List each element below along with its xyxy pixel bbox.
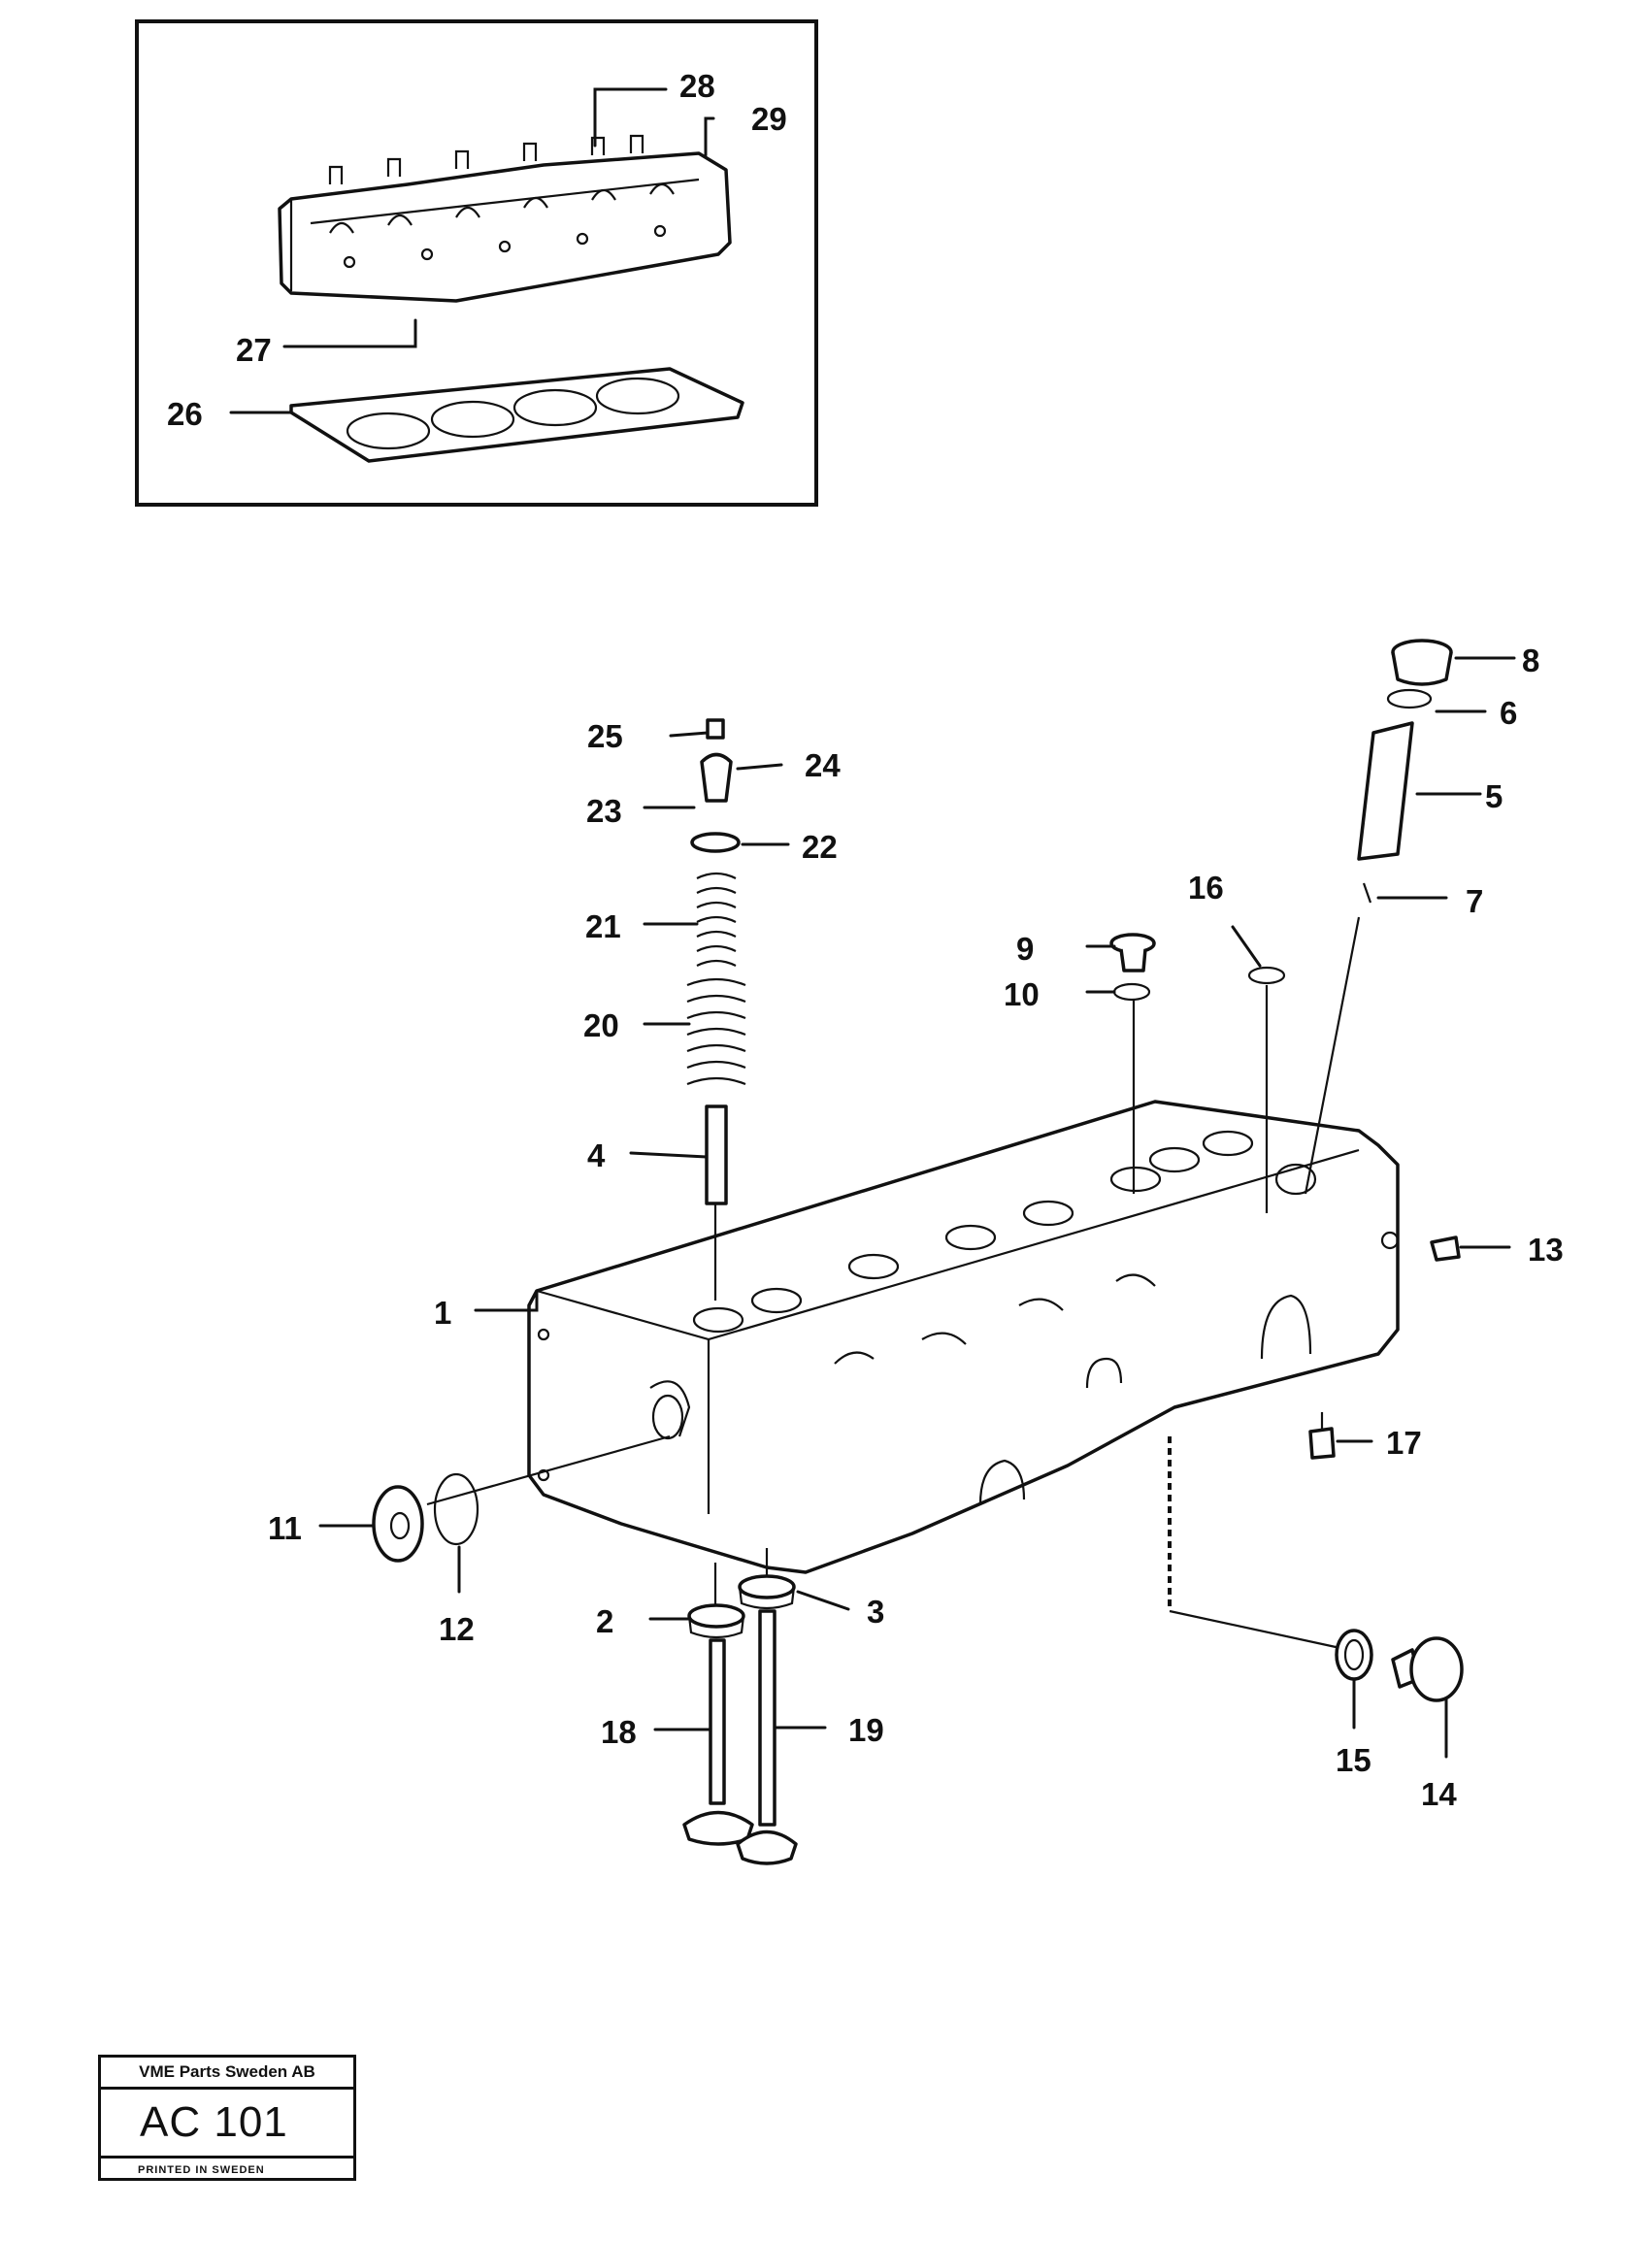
- callout-6: 6: [1500, 695, 1517, 731]
- callout-14: 14: [1421, 1776, 1457, 1812]
- callout-18: 18: [601, 1714, 637, 1750]
- callout-4: 4: [587, 1137, 606, 1173]
- callout-9: 9: [1016, 931, 1034, 967]
- callout-28: 28: [679, 68, 715, 104]
- callout-27: 27: [236, 332, 272, 368]
- callout-11: 11: [268, 1510, 302, 1546]
- drawing-code: AC 101: [140, 2098, 288, 2146]
- spring-outer: [686, 977, 746, 1086]
- drain-plug-14-15: [1168, 1436, 1464, 1702]
- callout-15: 15: [1336, 1742, 1371, 1778]
- callout-21: 21: [585, 908, 621, 944]
- plug-13: [1430, 1236, 1461, 1262]
- callout-16: 16: [1188, 870, 1224, 906]
- leader-lines: [318, 656, 1516, 1759]
- callout-22: 22: [802, 829, 838, 865]
- plug-11-12: [372, 1434, 671, 1563]
- valve-spring-assembly: [686, 718, 746, 1301]
- callout-3: 3: [867, 1594, 884, 1630]
- callout-8: 8: [1522, 643, 1539, 678]
- callout-24: 24: [805, 747, 841, 783]
- inset-panel: 28 29 27 26: [135, 19, 818, 507]
- callout-29: 29: [751, 101, 787, 137]
- callout-26: 26: [167, 396, 203, 432]
- callout-12: 12: [439, 1611, 475, 1647]
- callout-23: 23: [586, 793, 622, 829]
- injector-sleeve-assembly: [1247, 639, 1453, 1213]
- callout-5: 5: [1485, 778, 1503, 814]
- main-callouts: 25 24 23 22 21 20 4 8 6 5 7 16 9 10 13 1…: [268, 643, 1564, 1812]
- callout-13: 13: [1528, 1232, 1564, 1268]
- printed-note: PRINTED IN SWEDEN: [101, 2156, 353, 2184]
- callout-20: 20: [583, 1007, 619, 1043]
- callout-17: 17: [1386, 1425, 1422, 1461]
- callout-2: 2: [596, 1603, 613, 1639]
- callout-25: 25: [587, 718, 623, 754]
- callout-1: 1: [434, 1295, 451, 1331]
- valves-lower: [682, 1548, 798, 1865]
- inset-gasket: [289, 367, 744, 463]
- callout-7: 7: [1466, 883, 1483, 919]
- cylinder-head-main: [527, 1100, 1400, 1574]
- company-name: VME Parts Sweden AB: [101, 2058, 353, 2090]
- title-block: VME Parts Sweden AB AC 101 PRINTED IN SW…: [98, 2055, 356, 2181]
- plug-17: [1308, 1412, 1336, 1460]
- plug-9-10: [1109, 933, 1156, 1194]
- inset-cylinder-head: [278, 134, 732, 303]
- callout-10: 10: [1004, 976, 1040, 1012]
- callout-19: 19: [848, 1712, 884, 1748]
- spring-inner: [696, 872, 737, 967]
